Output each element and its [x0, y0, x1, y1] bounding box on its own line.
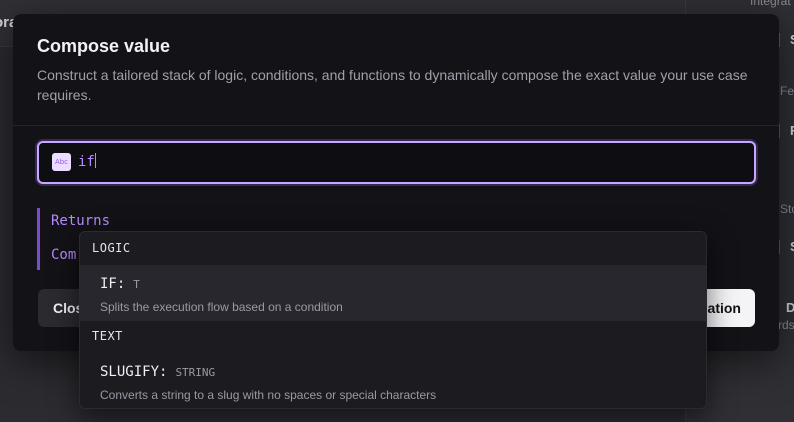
option-type: STRING: [175, 366, 216, 379]
option-description: Converts a string to a slug with no spac…: [100, 388, 437, 402]
option-description: Splits the execution flow based on a con…: [100, 300, 343, 314]
background-label: rds: [778, 318, 794, 332]
modal-divider: [13, 125, 779, 126]
text-type-icon: Abc: [52, 153, 71, 171]
option-slugify[interactable]: SLUGIFY:STRING Converts a string to a sl…: [80, 353, 706, 408]
background-item: S: [790, 32, 794, 47]
returns-accent-bar: [37, 208, 40, 270]
background-item: S: [790, 239, 794, 254]
background-label-integrations: Integrat: [750, 0, 791, 8]
background-bar: [778, 124, 780, 138]
option-name: SLUGIFY:STRING: [100, 364, 216, 380]
modal-description: Construct a tailored stack of logic, con…: [37, 67, 748, 103]
background-bar: [778, 33, 780, 47]
returns-label: Returns: [51, 213, 111, 229]
option-name: IF:T: [100, 276, 140, 292]
compose-input[interactable]: Abc if: [37, 141, 756, 184]
background-item: D: [786, 300, 794, 315]
modal-title: Compose value: [37, 36, 171, 56]
compose-input-value[interactable]: if: [78, 153, 96, 170]
group-label-text: TEXT: [92, 329, 123, 343]
background-label: Sto: [780, 202, 794, 216]
text-caret: [94, 153, 96, 168]
group-label-logic: LOGIC: [92, 241, 131, 255]
option-type: T: [133, 278, 140, 291]
background-label: Fe: [780, 84, 794, 98]
function-suggestions-dropdown: LOGIC IF:T Splits the execution flow bas…: [79, 231, 707, 409]
background-item: F: [790, 123, 794, 138]
compose-label: Com: [51, 247, 77, 263]
background-bar: [778, 240, 780, 254]
option-if[interactable]: IF:T Splits the execution flow based on …: [80, 265, 706, 321]
